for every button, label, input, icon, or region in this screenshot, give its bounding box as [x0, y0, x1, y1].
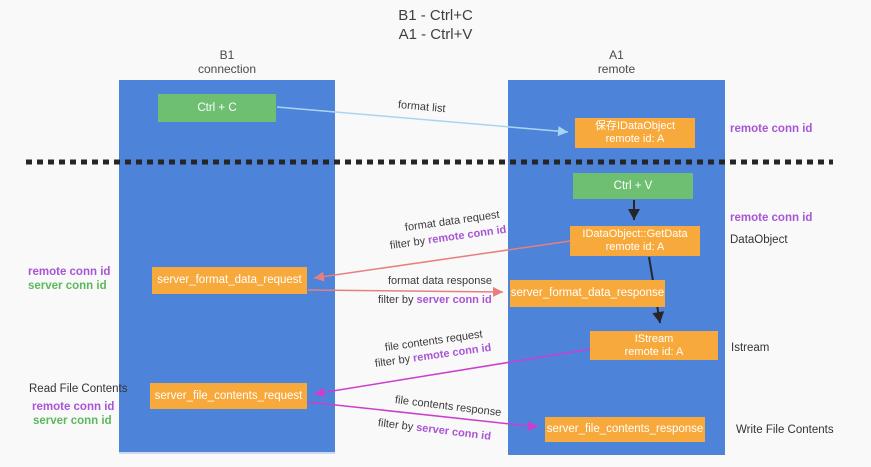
dataobject-label: DataObject — [730, 234, 788, 246]
left-server-conn-id-format-label: server conn id — [28, 280, 107, 292]
server-format-data-request-label: server_format_data_request — [157, 274, 302, 286]
idataobject-getdata-box: IDataObject::GetData remote id: A — [570, 226, 700, 256]
server-format-data-request-box: server_format_data_request — [152, 267, 307, 294]
title-line-1: B1 - Ctrl+C — [398, 7, 473, 24]
format-data-response-filter-label: filter by server conn id — [378, 294, 492, 306]
read-file-contents-label: Read File Contents — [29, 383, 128, 395]
lane-header-b1: B1 connection — [119, 48, 335, 76]
file-contents-response-filter-label: filter by server conn id — [377, 417, 491, 443]
server-format-data-response-label: server_format_data_response — [510, 287, 665, 299]
server-file-contents-request-box: server_file_contents_request — [150, 383, 307, 409]
ctrl-v-label: Ctrl + V — [613, 179, 653, 192]
filter-by-text-2: filter by — [378, 294, 417, 306]
getdata-line2: remote id: A — [605, 241, 665, 253]
server-conn-id-text-2: server conn id — [416, 294, 492, 306]
ctrl-c-label: Ctrl + C — [197, 101, 237, 114]
format-data-response-label: format data response — [388, 275, 492, 287]
format-list-label: format list — [397, 99, 447, 116]
format-data-response-arrow — [307, 286, 504, 297]
filter-by-text-1: filter by — [389, 234, 429, 252]
title-line-2: A1 - Ctrl+V — [398, 26, 473, 43]
save-dataobject-box: 保存IDataObject remote id: A — [575, 118, 695, 148]
lane-header-a1: A1 remote — [508, 48, 725, 76]
left-remote-conn-id-file-label: remote conn id — [32, 401, 115, 413]
ctrl-v-action-box: Ctrl + V — [573, 173, 693, 199]
diagram-title: B1 - Ctrl+C A1 - Ctrl+V — [0, 6, 871, 44]
server-file-contents-request-label: server_file_contents_request — [154, 389, 303, 402]
lane-a1-role: remote — [597, 62, 636, 76]
right-remote-conn-id-mid-label: remote conn id — [730, 212, 813, 224]
write-file-contents-label: Write File Contents — [736, 424, 834, 436]
filter-by-text-3: filter by — [374, 352, 414, 370]
save-dataobject-line1: 保存IDataObject — [594, 120, 676, 132]
lane-b1-role: connection — [197, 62, 257, 76]
ctrl-c-action-box: Ctrl + C — [158, 94, 276, 122]
save-dataobject-line2: remote id: A — [605, 133, 665, 145]
istream-box: IStream remote id: A — [590, 331, 718, 360]
server-conn-id-text-4: server conn id — [415, 421, 492, 443]
lane-a1-id: A1 — [609, 48, 624, 62]
getdata-line1: IDataObject::GetData — [582, 228, 688, 240]
lane-b1-id: B1 — [219, 48, 235, 62]
istream-line2: remote id: A — [624, 345, 684, 358]
file-contents-response-label: file contents response — [394, 394, 502, 419]
left-server-conn-id-file-label: server conn id — [33, 415, 112, 427]
left-remote-conn-id-format-label: remote conn id — [28, 266, 111, 278]
server-file-contents-response-box: server_file_contents_response — [545, 417, 705, 442]
server-file-contents-response-label: server_file_contents_response — [546, 423, 704, 435]
istream-side-label: Istream — [731, 342, 770, 354]
right-remote-conn-id-top-label: remote conn id — [730, 123, 813, 135]
filter-by-text-4: filter by — [377, 417, 417, 434]
server-format-data-response-box: server_format_data_response — [510, 280, 665, 307]
istream-line1: IStream — [634, 332, 674, 345]
